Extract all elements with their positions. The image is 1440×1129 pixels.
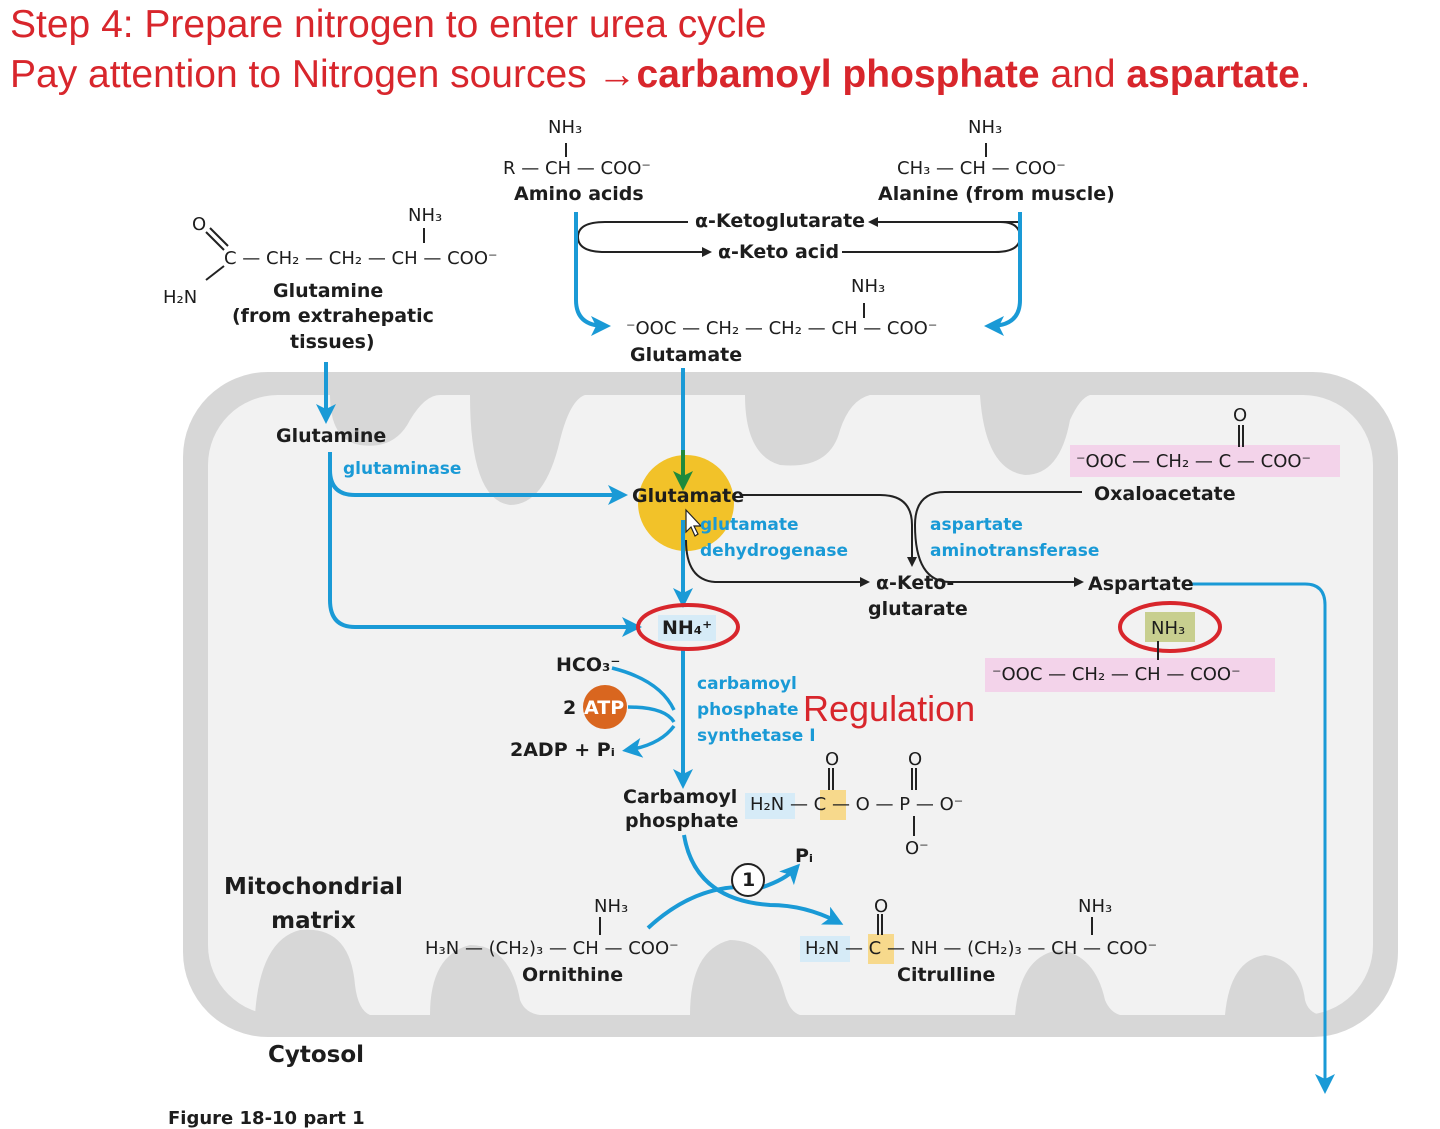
header-line-1: Step 4: Prepare nitrogen to enter urea c… bbox=[10, 3, 767, 46]
alanine-formula: CH₃ — CH — COO⁻ bbox=[897, 158, 1066, 179]
cristae-bottom bbox=[255, 929, 1320, 1015]
glutamate-inner-label: Glutamate bbox=[632, 485, 745, 507]
step-1-circle bbox=[731, 863, 765, 897]
ammonium-label: NH₄⁺ bbox=[662, 617, 713, 639]
amino-acids-nh3: NH₃ bbox=[548, 117, 583, 138]
adp-label: 2ADP + Pᵢ bbox=[510, 739, 615, 761]
cps1-line-1: carbamoyl bbox=[697, 674, 797, 694]
oxaloacetate-formula: ⁻OOC — CH₂ — C — COO⁻ bbox=[1076, 451, 1312, 472]
citrulline-formula: H₂N — C — NH — (CH₂)₃ — CH — COO⁻ bbox=[805, 938, 1158, 959]
atp-label: ATP bbox=[584, 697, 625, 719]
header-line-2: Pay attention to Nitrogen sources →carba… bbox=[10, 53, 1311, 96]
glutamine-outer-label: Glutamine bbox=[273, 280, 384, 302]
amino-acids-formula: R — CH — COO⁻ bbox=[503, 158, 651, 179]
aspartate-aminotransferase-line-2: aminotransferase bbox=[930, 541, 1100, 561]
alpha-ketoglutarate-top: α-Ketoglutarate bbox=[695, 210, 866, 232]
carbamoyl-phosphate-line-2: phosphate bbox=[625, 810, 739, 832]
alpha-ketoglutarate-inner-1: α-Keto- bbox=[876, 572, 955, 594]
glutamine-h2n: H₂N bbox=[163, 287, 198, 308]
phosphate-released: Pᵢ bbox=[795, 845, 814, 867]
bicarbonate-label: HCO₃⁻ bbox=[556, 654, 621, 676]
oxaloacetate-box bbox=[1070, 445, 1340, 477]
aspartate-nh3-highlight-ring bbox=[1118, 601, 1222, 653]
nh4-highlight-ring bbox=[636, 603, 740, 651]
alanine-label: Alanine (from muscle) bbox=[878, 183, 1115, 205]
carbamoyl-oxygen-2: O bbox=[908, 749, 923, 770]
alpha-ketoglutarate-inner-2: glutarate bbox=[868, 598, 968, 620]
oxaloacetate-oxygen: O bbox=[1233, 405, 1248, 426]
cps1-line-3: synthetase I bbox=[697, 726, 816, 746]
mitochondrial-matrix-label: Mitochondrial matrix bbox=[224, 874, 403, 934]
glutamate-dehydrogenase-line-2: dehydrogenase bbox=[700, 541, 849, 561]
glutamate-dehydrogenase-line-1: glutamate bbox=[700, 515, 799, 535]
ornithine-formula: H₃N — (CH₂)₃ — CH — COO⁻ bbox=[425, 938, 679, 959]
glutamine-formula: C — CH₂ — CH₂ — CH — COO⁻ bbox=[224, 248, 498, 269]
carbamoyl-oxygen-bottom: O⁻ bbox=[905, 838, 929, 859]
alanine-nh3: NH₃ bbox=[968, 117, 1003, 138]
citrulline-nh3: NH₃ bbox=[1078, 896, 1113, 917]
alpha-keto-acid: α-Keto acid bbox=[718, 241, 840, 263]
carbamoyl-phosphate-line-1: Carbamoyl bbox=[623, 786, 738, 808]
ornithine-label: Ornithine bbox=[522, 964, 624, 986]
glutamine-nh3: NH₃ bbox=[408, 205, 443, 226]
carbamoyl-phosphate-formula: H₂N — C — O — P — O⁻ bbox=[750, 794, 964, 815]
aspartate-aminotransferase-line-1: aspartate bbox=[930, 515, 1023, 535]
atp-count: 2 bbox=[563, 697, 577, 719]
oxaloacetate-label: Oxaloacetate bbox=[1094, 483, 1236, 505]
cristae-top bbox=[330, 395, 1090, 505]
atp-circle bbox=[583, 685, 627, 729]
glutamate-highlight-spot bbox=[638, 455, 734, 551]
amino-acids-label: Amino acids bbox=[514, 183, 644, 205]
ornithine-nh3: NH₃ bbox=[594, 896, 629, 917]
aspartate-formula: ⁻OOC — CH₂ — CH — COO⁻ bbox=[992, 664, 1241, 685]
aspartate-label: Aspartate bbox=[1088, 573, 1194, 595]
step-number: 1 bbox=[742, 869, 756, 891]
aspartate-nh3: NH₃ bbox=[1151, 618, 1186, 639]
glutamine-outer-source-2: tissues) bbox=[290, 331, 375, 353]
glutaminase-enzyme: glutaminase bbox=[343, 459, 462, 479]
glutamine-outer-source: (from extrahepatic bbox=[232, 305, 434, 327]
glutamine-oxygen: O bbox=[192, 214, 207, 235]
aspartate-formula-box bbox=[985, 658, 1275, 692]
cytosol-label: Cytosol bbox=[268, 1042, 365, 1068]
glutamate-outer-formula: ⁻OOC — CH₂ — CH₂ — CH — COO⁻ bbox=[626, 318, 938, 339]
mitochondrial-matrix bbox=[208, 395, 1373, 1015]
glutamate-outer-label: Glutamate bbox=[630, 344, 743, 366]
mouse-cursor bbox=[685, 508, 703, 537]
cps1-line-2: phosphate bbox=[697, 700, 799, 720]
glutamate-outer-nh3: NH₃ bbox=[851, 276, 886, 297]
carbamoyl-oxygen-1: O bbox=[825, 749, 840, 770]
citrulline-label: Citrulline bbox=[897, 964, 996, 986]
figure-caption: Figure 18-10 part 1 bbox=[168, 1108, 365, 1129]
regulation-annotation: Regulation bbox=[803, 688, 976, 729]
glutamine-inner-label: Glutamine bbox=[276, 425, 387, 447]
citrulline-oxygen: O bbox=[874, 896, 889, 917]
